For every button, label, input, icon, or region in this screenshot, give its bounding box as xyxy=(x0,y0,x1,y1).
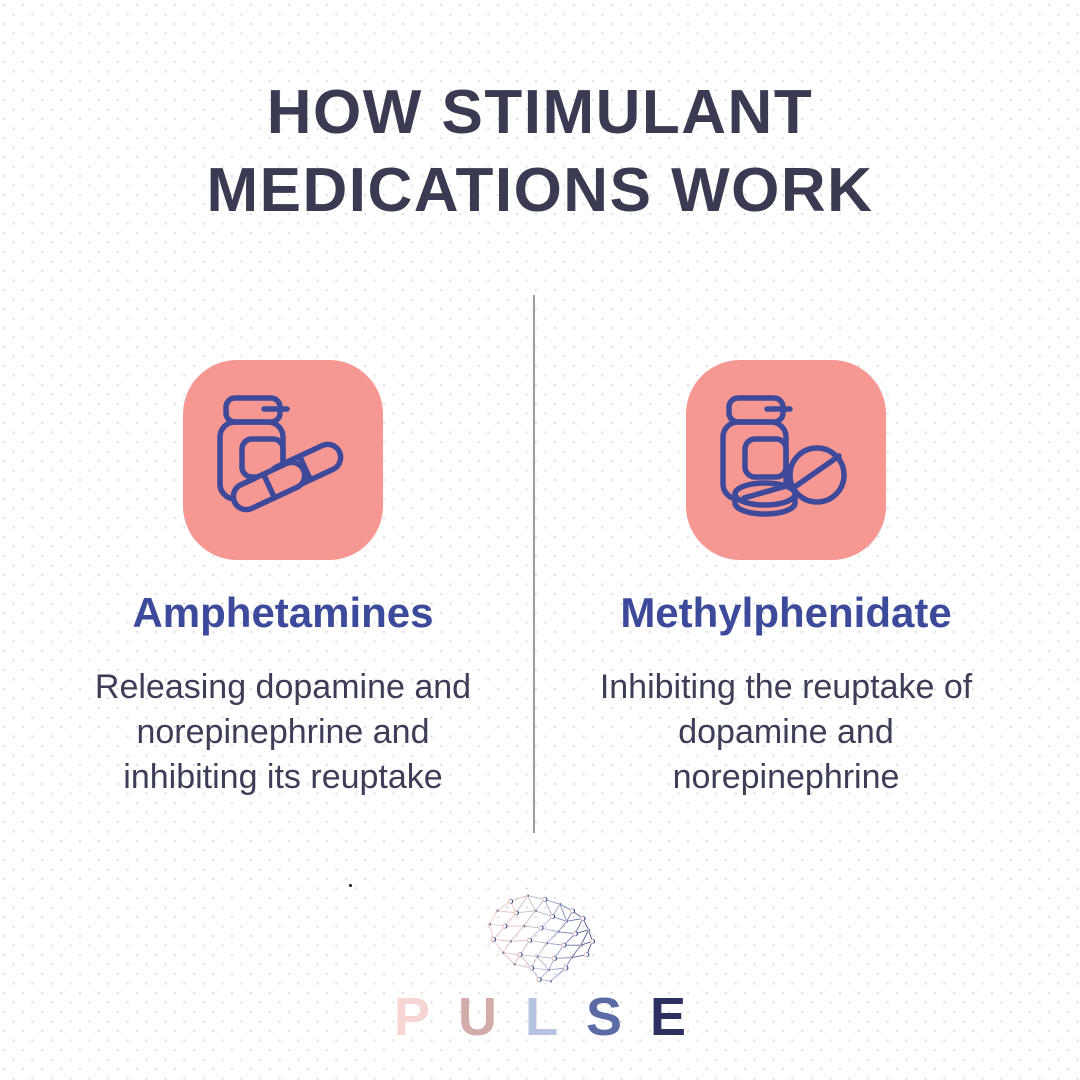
amphetamines-heading: Amphetamines xyxy=(132,589,434,636)
description-line: norepinephrine xyxy=(672,758,900,796)
description-line: dopamine and xyxy=(678,713,894,751)
stray-dot xyxy=(349,884,352,887)
brand-letter: P xyxy=(393,987,430,1047)
pill-bottle-tablets-icon xyxy=(720,395,847,517)
brand-letter: L xyxy=(524,987,558,1047)
vertical-divider xyxy=(533,295,535,833)
description-line: Releasing dopamine and xyxy=(94,668,472,706)
amphetamines-description: Releasing dopamine and norepinephrine an… xyxy=(83,665,483,800)
methylphenidate-icon-card xyxy=(686,360,886,560)
description-line: inhibiting its reuptake xyxy=(123,758,443,796)
brand-letter: U xyxy=(457,987,497,1047)
methylphenidate-description: Inhibiting the reuptake of dopamine and … xyxy=(586,665,986,800)
amphetamines-icon-card xyxy=(183,360,383,560)
description-line: norepinephrine and xyxy=(136,713,430,751)
page-title-line-2: MEDICATIONS WORK xyxy=(206,156,874,225)
brand-letter: S xyxy=(586,987,623,1047)
methylphenidate-heading: Methylphenidate xyxy=(620,589,952,636)
pill-bottle-capsules-icon xyxy=(217,395,344,513)
brand-wordmark: P U L S E xyxy=(0,990,1080,1044)
column-amphetamines: Amphetamines Releasing dopamine and nore… xyxy=(83,360,483,800)
brand-letter: E xyxy=(650,987,687,1047)
page-title: HOW STIMULANT MEDICATIONS WORK xyxy=(0,74,1080,230)
pulse-logo: P U L S E xyxy=(0,888,1080,1044)
column-methylphenidate: Methylphenidate Inhibiting the reuptake … xyxy=(586,360,986,800)
brain-network-icon xyxy=(488,894,596,983)
description-line: Inhibiting the reuptake of xyxy=(599,668,973,706)
page-title-line-1: HOW STIMULANT xyxy=(266,78,814,147)
